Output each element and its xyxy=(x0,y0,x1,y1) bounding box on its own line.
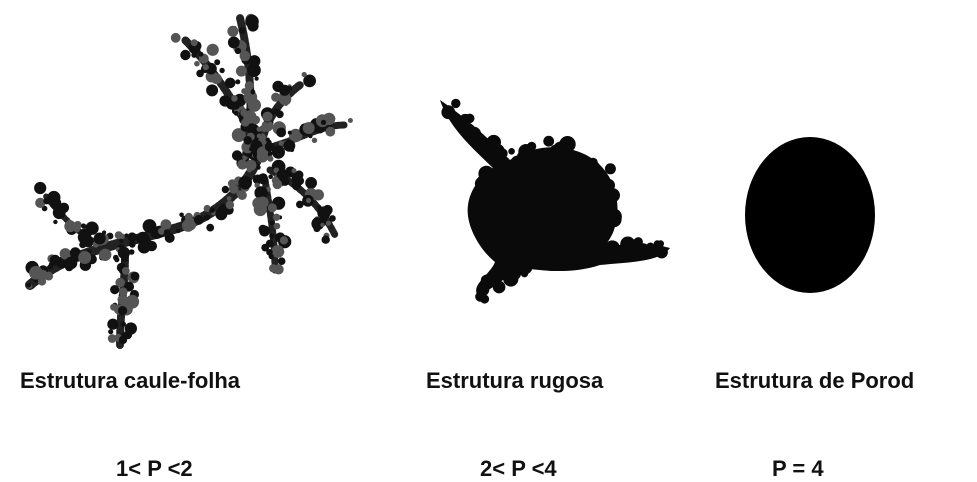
porod-structure-shape xyxy=(745,137,875,293)
rough-caption: Estrutura rugosa xyxy=(426,368,603,394)
stem-leaf-caption: Estrutura caule-folha xyxy=(20,368,240,394)
porod-caption: Estrutura de Porod xyxy=(715,368,914,394)
rough-condition: 2< P <4 xyxy=(480,456,557,482)
stem-leaf-condition: 1< P <2 xyxy=(116,456,193,482)
morphology-figure xyxy=(0,0,977,350)
porod-condition: P = 4 xyxy=(772,456,824,482)
